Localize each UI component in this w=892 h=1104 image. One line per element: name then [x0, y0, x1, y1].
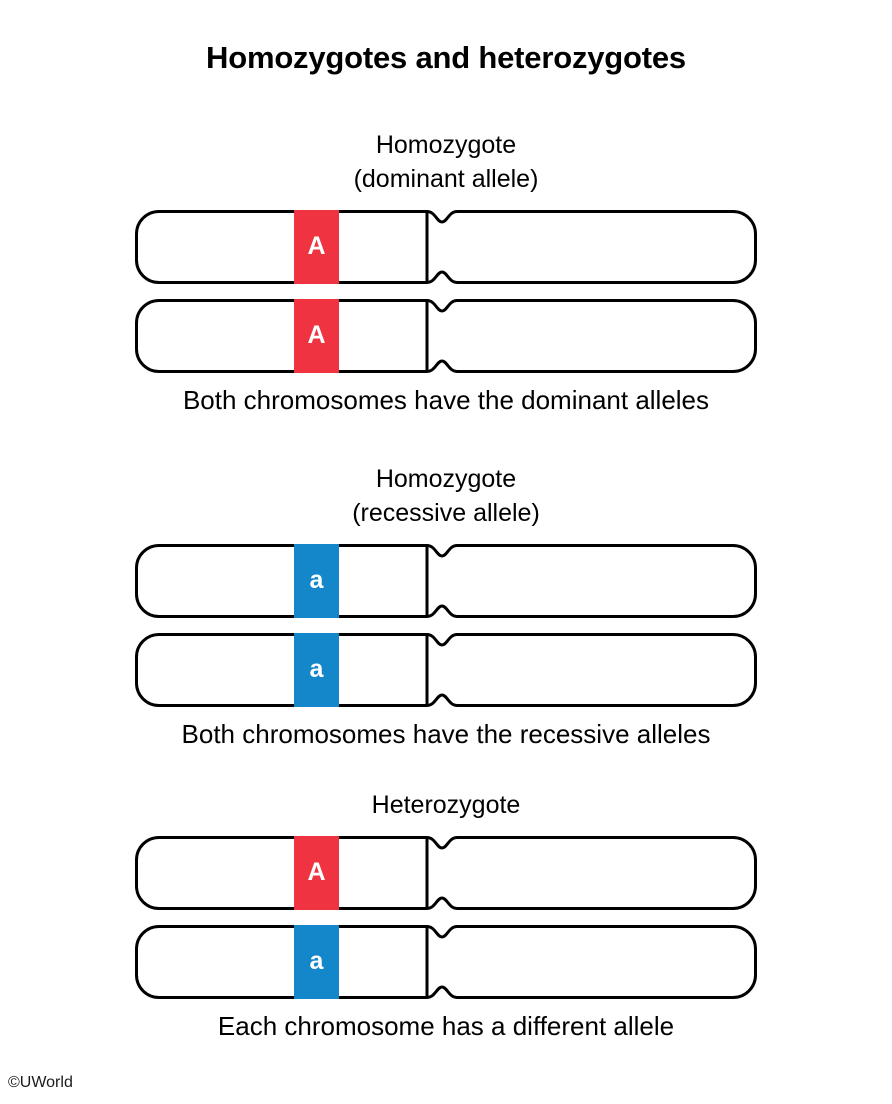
section-heading: Homozygote (recessive allele) — [352, 465, 540, 527]
section-homozygote-dominant: Homozygote (dominant allele) A A Both c — [0, 128, 892, 416]
allele-label: A — [307, 231, 326, 260]
allele-band: A — [294, 836, 339, 910]
allele-band: A — [294, 299, 339, 373]
chromosome-icon[interactable]: a — [135, 925, 757, 999]
allele-label: a — [309, 946, 324, 975]
section-caption: Both chromosomes have the dominant allel… — [182, 385, 710, 415]
allele-label: a — [309, 565, 324, 594]
page-title: Homozygotes and heterozygotes — [206, 40, 686, 75]
allele-band: A — [294, 210, 339, 284]
allele-label: A — [307, 320, 326, 349]
chromosome-pair: A A — [0, 210, 892, 373]
chromosome-icon[interactable]: a — [135, 544, 757, 618]
chromosome-pair: a a — [0, 544, 892, 707]
allele-band: a — [294, 633, 339, 707]
allele-label: a — [309, 654, 324, 683]
allele-band: a — [294, 925, 339, 999]
allele-label: A — [307, 857, 326, 886]
copyright-watermark: ©UWorld — [8, 1074, 73, 1091]
section-heading: Heterozygote — [371, 791, 521, 819]
allele-band: a — [294, 544, 339, 618]
section-heading: Homozygote (dominant allele) — [353, 131, 539, 193]
chromosome-icon[interactable]: A — [135, 299, 757, 373]
chromosome-icon[interactable]: a — [135, 633, 757, 707]
section-heterozygote: Heterozygote A a Each chromosome has a — [0, 788, 892, 1042]
chromosome-icon[interactable]: A — [135, 210, 757, 284]
section-caption: Both chromosomes have the recessive alle… — [181, 719, 711, 749]
section-homozygote-recessive: Homozygote (recessive allele) a a Both — [0, 462, 892, 750]
chromosome-icon[interactable]: A — [135, 836, 757, 910]
section-caption: Each chromosome has a different allele — [217, 1011, 675, 1041]
chromosome-pair: A a — [0, 836, 892, 999]
